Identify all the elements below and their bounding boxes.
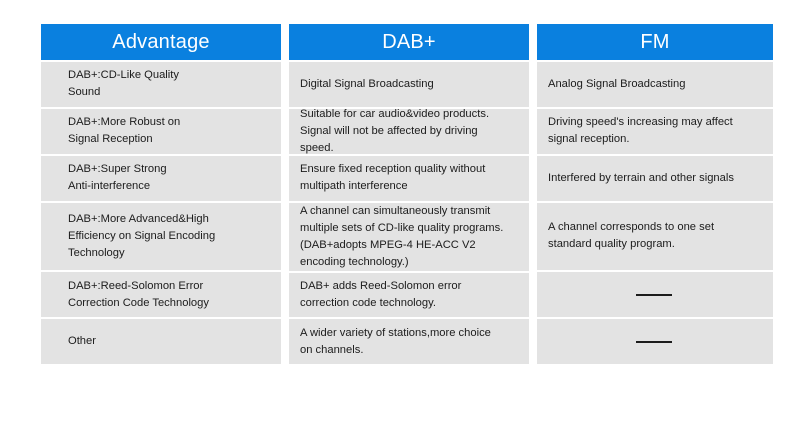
- table-cell-line: Signal will not be affected by driving: [300, 124, 478, 137]
- table-cell-line: correction code technology.: [300, 296, 436, 309]
- table-cell: Interfered by terrain and other signals: [537, 155, 773, 201]
- table-cell-line: DAB+:Reed-Solomon Error: [68, 279, 204, 292]
- table-cell-line: Anti-interference: [68, 180, 151, 193]
- table-cell-line: Ensure fixed reception quality without: [300, 163, 486, 176]
- table-cell-line: Technology: [68, 246, 125, 259]
- column-header-advantage: Advantage: [41, 24, 281, 60]
- table-cell-line: DAB+ adds Reed-Solomon error: [300, 279, 462, 292]
- table-cell-empty: [537, 272, 773, 318]
- table-cell-line: (DAB+adopts MPEG-4 HE-ACC V2: [300, 238, 476, 251]
- table-cell-line: Correction Code Technology: [68, 296, 209, 309]
- table-cell-line: A channel can simultaneously transmit: [300, 204, 491, 217]
- table-cell-line: Sound: [68, 86, 101, 99]
- table-cell-line: multipath interference: [300, 180, 408, 193]
- column-header-dab-plus: DAB+: [289, 24, 529, 60]
- table-cell-line: Analog Signal Broadcasting: [548, 77, 686, 90]
- table-cell-line: DAB+:More Advanced&High: [68, 212, 209, 225]
- table-cell-line: on channels.: [300, 343, 364, 356]
- dash-icon: [635, 293, 672, 296]
- table-cell: Other: [41, 319, 281, 364]
- table-cell: Suitable for car audio&video products. Si…: [289, 107, 529, 154]
- table-cell-line: DAB+:Super Strong: [68, 163, 167, 176]
- table-cell-line: standard quality program.: [548, 238, 675, 251]
- table-cell: Ensure fixed reception quality without mu…: [289, 155, 529, 201]
- table-cell-line: signal reception.: [548, 133, 630, 146]
- table-cell: A channel can simultaneously transmit mul…: [289, 202, 529, 271]
- table-cell-line: Driving speed's increasing may affect: [548, 116, 733, 129]
- table-cell: A wider variety of stations,more choice o…: [289, 319, 529, 364]
- table-cell: Digital Signal Broadcasting: [289, 62, 529, 107]
- table-cell-line: Interfered by terrain and other signals: [548, 171, 734, 184]
- table-cell-empty: [537, 319, 773, 364]
- table-cell: Analog Signal Broadcasting: [537, 62, 773, 107]
- table-cell: DAB+:More Robust on Signal Reception: [41, 108, 281, 154]
- table-cell: A channel corresponds to one set standard…: [537, 202, 773, 271]
- table-cell-line: encoding technology.): [300, 255, 409, 268]
- table-cell-line: DAB+:More Robust on: [68, 116, 181, 129]
- table-cell-line: Other: [68, 335, 96, 348]
- table-cell-line: Efficiency on Signal Encoding: [68, 229, 216, 242]
- table-cell-line: multiple sets of CD-like quality program…: [300, 221, 504, 234]
- table-cell-line: Signal Reception: [68, 133, 153, 146]
- table-cell-line: DAB+:CD-Like Quality: [68, 69, 179, 82]
- table-cell-line: Suitable for car audio&video products.: [300, 107, 490, 120]
- table-cell-line: speed.: [300, 141, 334, 154]
- table-cell-line: A channel corresponds to one set: [548, 221, 715, 234]
- table-cell-line: Digital Signal Broadcasting: [300, 77, 434, 90]
- table-cell-line: A wider variety of stations,more choice: [300, 326, 491, 339]
- dash-icon: [635, 340, 672, 343]
- table-cell: Driving speed's increasing may affect sig…: [537, 108, 773, 154]
- table-cell: DAB+ adds Reed-Solomon error correction c…: [289, 272, 529, 318]
- column-header-fm: FM: [537, 24, 773, 60]
